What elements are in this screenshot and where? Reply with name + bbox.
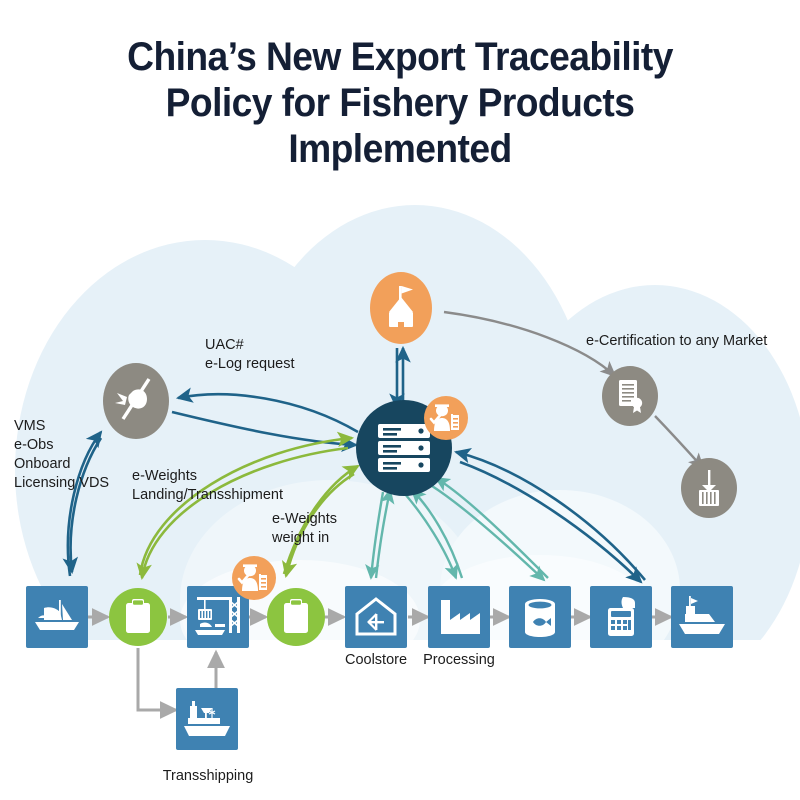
teal-flow-arrows xyxy=(365,476,549,582)
background-clouds xyxy=(0,205,800,800)
arrow-canning-to-hub xyxy=(434,476,549,579)
page-title: China’s New Export Traceability Policy f… xyxy=(0,34,800,172)
caption-coolstore: Coolstore xyxy=(344,652,408,668)
green-flow-arrows xyxy=(136,431,360,581)
coolstore-icon xyxy=(355,597,397,636)
arrow-hub-to-landing xyxy=(136,446,349,581)
node-certificate[interactable] xyxy=(602,366,658,426)
node-point-of-sale[interactable] xyxy=(590,586,652,648)
node-vms-device[interactable] xyxy=(103,363,169,439)
canned-fish-icon xyxy=(525,599,555,637)
government-building-flag-icon xyxy=(389,286,413,328)
node-export-shipping[interactable] xyxy=(671,586,733,648)
title-line-2: Policy for Fishery Products xyxy=(165,81,635,125)
arrow-hub-to-coolstore xyxy=(365,491,385,580)
inspector-icon xyxy=(237,564,267,591)
node-processing[interactable] xyxy=(428,586,490,648)
arrow-vms-to-hub xyxy=(171,410,359,453)
cargo-ship-icon xyxy=(679,596,725,634)
clipboard-icon xyxy=(284,599,308,633)
caption-transshipping: Transshipping xyxy=(162,768,254,784)
transshipping-connectors xyxy=(136,648,225,719)
certificate-seal-icon xyxy=(619,380,643,413)
node-port-landing[interactable] xyxy=(187,586,249,648)
arrow-hub-to-weightin xyxy=(281,472,355,579)
node-canning[interactable] xyxy=(509,586,571,648)
node-check-landing[interactable] xyxy=(109,588,167,646)
title-line-3: Implemented xyxy=(288,127,512,171)
node-fishing-vessel[interactable] xyxy=(26,586,88,648)
arrow-hub-to-processing xyxy=(404,493,459,580)
inspector-badge-port[interactable] xyxy=(232,556,276,600)
arrow-hub-to-pos xyxy=(459,460,643,584)
arrow-hub-to-vms xyxy=(175,387,359,434)
cash-register-icon xyxy=(608,597,635,636)
fishing-vessel-icon xyxy=(35,600,79,630)
arrow-pos-to-hub xyxy=(453,447,646,581)
arrow-landing-to-hub xyxy=(138,431,355,576)
container-crane-hook-icon xyxy=(699,470,719,506)
node-authority[interactable] xyxy=(370,272,432,344)
factory-icon xyxy=(441,600,480,634)
arrow-vessel-to-vms xyxy=(66,430,103,577)
caption-processing: Processing xyxy=(423,652,495,668)
label-uac: UAC# e-Log request xyxy=(205,337,295,372)
arrow-vms-to-vessel xyxy=(62,437,103,575)
label-vms: VMS e-Obs Onboard Licensing VDS xyxy=(14,418,110,491)
node-coolstore[interactable] xyxy=(345,586,407,648)
label-eweights-landing: e-Weights Landing/Transshipment xyxy=(132,468,283,503)
inspector-badge-hub[interactable] xyxy=(424,396,468,440)
port-crane-icon xyxy=(195,597,240,635)
inspector-icon xyxy=(429,404,459,431)
transshipment-vessel-icon xyxy=(184,701,230,736)
node-transshipping[interactable] xyxy=(176,688,238,750)
vms-satellite-icon xyxy=(115,378,151,420)
arrow-hub-to-canning xyxy=(431,484,546,582)
arrow-weightin-to-hub xyxy=(282,464,360,575)
label-eweights-weightin: e-Weights weight in xyxy=(272,511,338,546)
node-container-export[interactable] xyxy=(681,458,737,518)
node-check-weightin[interactable] xyxy=(267,588,325,646)
server-stack-icon xyxy=(378,424,430,472)
label-ecertification: e-Certification to any Market xyxy=(586,333,768,349)
title-line-1: China’s New Export Traceability xyxy=(127,35,673,79)
arrow-authority-to-certificate xyxy=(443,310,617,378)
clipboard-icon xyxy=(126,599,150,633)
